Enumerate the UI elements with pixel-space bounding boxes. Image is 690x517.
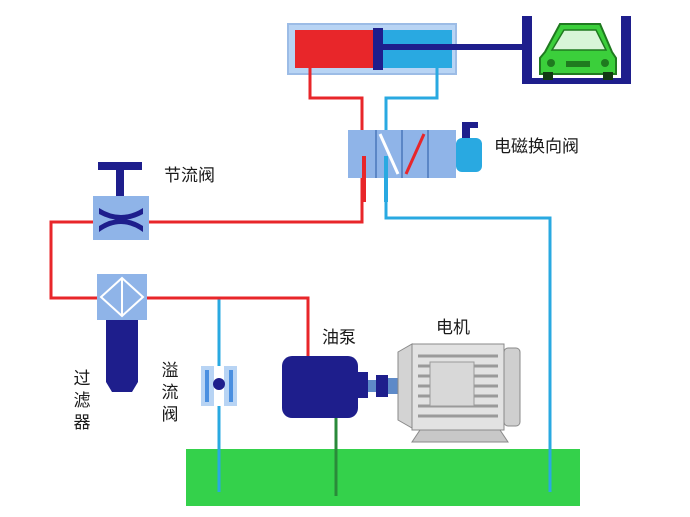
oil-filter <box>97 274 147 392</box>
label-solenoid-valve: 电磁换向阀 <box>494 137 579 157</box>
car-load <box>522 16 631 84</box>
shaft-coupling <box>368 375 398 397</box>
label-pump: 油泵 <box>322 328 356 348</box>
electric-motor <box>397 343 521 443</box>
oil-pump <box>282 356 368 418</box>
solenoid-directional-valve <box>348 122 482 202</box>
label-throttle-valve: 节流阀 <box>164 166 215 186</box>
label-motor: 电机 <box>436 318 470 338</box>
pressure-lines <box>49 68 364 356</box>
hydraulic-cylinder <box>287 23 531 75</box>
relief-valve <box>201 366 237 406</box>
oil-tank <box>186 449 580 506</box>
throttle-valve <box>93 162 149 240</box>
label-filter: 过 滤 器 <box>73 369 91 433</box>
piston-rod <box>383 44 531 50</box>
label-relief-valve: 溢 流 阀 <box>161 361 179 425</box>
